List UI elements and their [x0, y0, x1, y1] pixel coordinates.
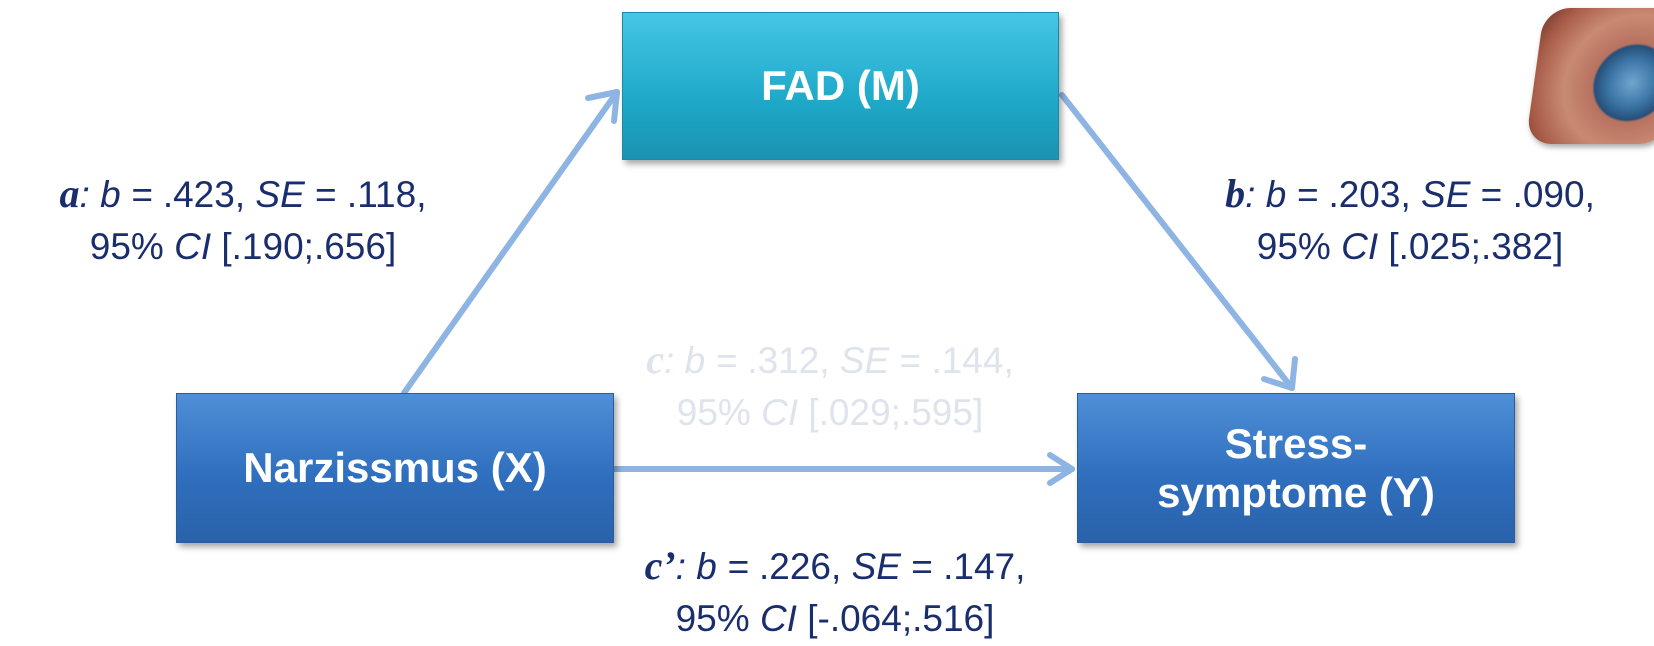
path-a-b-symbol: b = — [100, 174, 163, 215]
path-a-space3 — [211, 226, 221, 267]
path-b-ci-value: [.025;.382] — [1388, 226, 1564, 267]
path-c-eq: = — [889, 340, 932, 381]
path-b-b-symbol: b = — [1265, 174, 1329, 215]
path-a-space — [90, 174, 100, 215]
arrow-b-m-to-y — [1059, 92, 1298, 391]
path-a-line1: a: b = .423, SE = .118, — [8, 168, 478, 221]
path-c-space — [674, 340, 684, 381]
mediator-label: FAD (M) — [761, 62, 920, 110]
predictor-node-narzissmus: Narzissmus (X) — [176, 393, 614, 543]
arrow-a-x-to-m — [401, 89, 620, 396]
path-b-comma: , — [1400, 174, 1411, 215]
path-a-ci-value: [.190;.656] — [221, 226, 397, 267]
mediator-node-fad: FAD (M) — [622, 12, 1059, 160]
arrow-c-x-to-y — [611, 452, 1075, 486]
path-a-comma2: , — [416, 174, 427, 215]
path-b-se-symbol: SE — [1421, 174, 1471, 215]
path-c-prime-space3 — [797, 598, 807, 639]
path-c-comma: , — [819, 340, 830, 381]
outcome-node-stresssymptome: Stress- symptome (Y) — [1077, 393, 1515, 543]
path-b-sep: : — [1245, 174, 1256, 215]
path-c-letter: c — [646, 337, 665, 382]
path-c-prime-line2: 95% CI [-.064;.516] — [585, 593, 1085, 645]
path-c-se-symbol: SE — [839, 340, 890, 381]
path-a-stats: a: b = .423, SE = .118, 95% CI [.190;.65… — [8, 168, 478, 273]
path-c-prime-ci-value: [-.064;.516] — [807, 598, 995, 639]
path-c-line1: c: b = .312, SE = .144, — [590, 334, 1070, 387]
path-b-ci-label: CI — [1341, 226, 1379, 267]
path-c-ci-prefix: 95% — [676, 392, 762, 433]
path-c-prime-sep: : — [675, 546, 686, 587]
path-c-stats: c: b = .312, SE = .144, 95% CI [.029;.59… — [590, 334, 1070, 439]
eye-photo-image — [1525, 8, 1654, 144]
path-a-b-value: .423 — [162, 174, 235, 215]
path-c-prime-b-symbol: b = — [696, 546, 759, 587]
path-c-sep: : — [664, 340, 675, 381]
path-a-se-symbol: SE — [255, 174, 305, 215]
path-b-line1: b: b = .203, SE = .090, — [1170, 168, 1650, 221]
outcome-label-line1: Stress- — [1224, 419, 1368, 467]
path-c-space2 — [830, 340, 840, 381]
path-c-prime-letter: c’ — [644, 543, 676, 588]
path-c-prime-se-value: .147 — [943, 546, 1016, 587]
path-b-line2: 95% CI [.025;.382] — [1170, 221, 1650, 273]
path-c-b-symbol: b = — [684, 340, 748, 381]
path-b-space2 — [1411, 174, 1421, 215]
path-c-prime-comma2: , — [1015, 546, 1026, 587]
path-b-space — [1255, 174, 1265, 215]
path-c-prime-space2 — [841, 546, 851, 587]
path-c-prime-ci-label: CI — [759, 598, 797, 639]
path-b-eq: = — [1470, 174, 1513, 215]
path-b-comma2: , — [1584, 174, 1595, 215]
path-c-ci-label: CI — [761, 392, 799, 433]
path-a-line2: 95% CI [.190;.656] — [8, 221, 478, 273]
path-c-b-value: .312 — [747, 340, 820, 381]
path-b-se-value: .090 — [1512, 174, 1585, 215]
path-c-line2: 95% CI [.029;.595] — [590, 387, 1070, 439]
path-b-letter: b — [1225, 171, 1246, 216]
outcome-label-line2: symptome (Y) — [1157, 469, 1435, 516]
path-c-prime-line1: c’: b = .226, SE = .147, — [585, 540, 1085, 593]
path-b-ci-prefix: 95% — [1256, 226, 1342, 267]
path-a-se-value: .118 — [346, 174, 417, 215]
path-c-prime-se-symbol: SE — [851, 546, 901, 587]
path-b-b-value: .203 — [1328, 174, 1401, 215]
path-a-ci-prefix: 95% — [89, 226, 175, 267]
path-a-space2 — [245, 174, 255, 215]
path-c-prime-space — [686, 546, 696, 587]
path-a-eq: = — [304, 174, 347, 215]
path-c-prime-b-value: .226 — [758, 546, 831, 587]
path-c-ci-value: [.029;.595] — [808, 392, 984, 433]
path-a-sep: : — [79, 174, 90, 215]
path-c-prime-comma: , — [831, 546, 842, 587]
path-c-prime-stats: c’: b = .226, SE = .147, 95% CI [-.064;.… — [585, 540, 1085, 645]
path-a-letter: a — [59, 171, 80, 216]
path-b-space3 — [1378, 226, 1388, 267]
path-a-ci-label: CI — [174, 226, 212, 267]
path-c-space3 — [798, 392, 808, 433]
path-c-se-value: .144 — [931, 340, 1004, 381]
path-c-comma2: , — [1003, 340, 1014, 381]
path-b-stats: b: b = .203, SE = .090, 95% CI [.025;.38… — [1170, 168, 1650, 273]
path-a-comma: , — [234, 174, 246, 215]
path-c-prime-eq: = — [900, 546, 944, 587]
predictor-label: Narzissmus (X) — [243, 444, 547, 492]
path-c-prime-ci-prefix: 95% — [675, 598, 760, 639]
